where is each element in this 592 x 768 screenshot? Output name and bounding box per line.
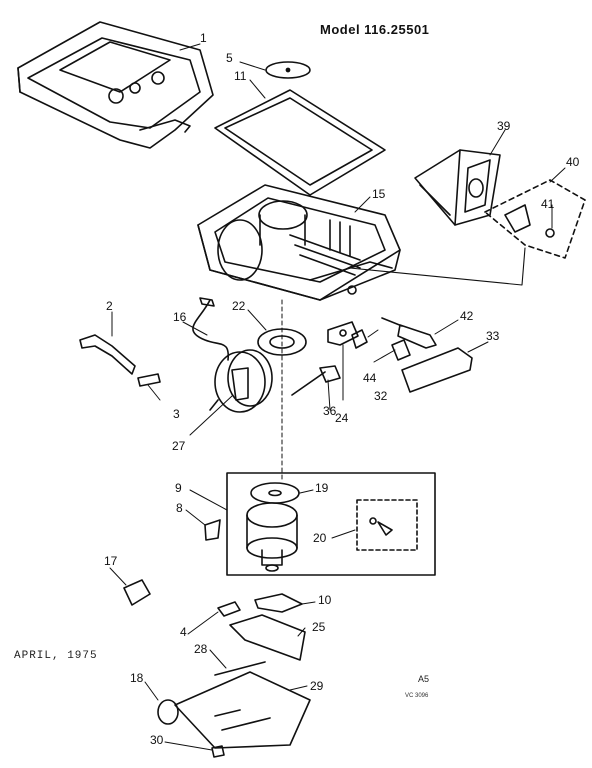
drawing-code: VC 3096 (405, 693, 429, 699)
callout-44: 44 (363, 371, 377, 385)
callout-15: 15 (372, 187, 386, 201)
bottom-plate-part (174, 671, 311, 749)
fan-body-part (246, 502, 298, 572)
roller-part (157, 699, 179, 725)
main-housing-part (197, 184, 401, 301)
callout-20: 20 (313, 531, 327, 545)
callout-16: 16 (173, 310, 187, 324)
clip-44-part (351, 329, 368, 349)
retainer-group-box (484, 179, 586, 259)
screw-part (211, 745, 225, 758)
callout-4: 4 (180, 625, 187, 639)
disc-part (265, 61, 311, 79)
plug-part (381, 317, 437, 349)
callout-22: 22 (232, 299, 246, 313)
shaft-part (291, 365, 341, 396)
callout-27: 27 (172, 439, 186, 453)
callout-30: 30 (150, 733, 164, 747)
callout-18: 18 (130, 671, 144, 685)
callout-29: 29 (310, 679, 324, 693)
callout-9: 9 (175, 481, 182, 495)
bracket-part (123, 579, 151, 606)
fan-disc-part (250, 482, 300, 504)
callout-19: 19 (315, 481, 329, 495)
hood-cover-part (17, 21, 214, 149)
callout-40: 40 (566, 155, 580, 169)
switch-part (327, 321, 359, 346)
leader-lines (109, 43, 566, 751)
callout-8: 8 (176, 501, 183, 515)
model-title: Model 116.25501 (320, 22, 430, 37)
callout-11: 11 (234, 69, 247, 83)
gasket-frame-part (214, 89, 386, 196)
callout-28: 28 (194, 642, 208, 656)
clip-32-part (391, 339, 411, 361)
small-plate-part (217, 601, 241, 617)
cord-part (192, 297, 230, 361)
callout-10: 10 (318, 593, 332, 607)
filter-bag-part (414, 149, 501, 226)
callout-36: 36 (323, 404, 337, 418)
retainer-part (504, 204, 531, 233)
sheet-id: A5 (418, 674, 430, 684)
callout-33: 33 (486, 329, 500, 343)
callout-24: 24 (335, 411, 349, 425)
rod-part (214, 661, 266, 676)
callout-41: 41 (541, 197, 555, 211)
hardware-box (356, 499, 418, 551)
base-plate-part (229, 614, 306, 661)
lever-part (79, 334, 136, 375)
callout-32: 32 (374, 389, 388, 403)
pad-part (137, 373, 161, 387)
spring-part (204, 519, 221, 541)
date-stamp: APRIL, 1975 (14, 650, 98, 662)
fan-assembly-box (226, 472, 436, 576)
bumper-part (401, 347, 473, 393)
callout-17: 17 (104, 554, 118, 568)
motor-part (209, 349, 273, 413)
callout-1: 1 (200, 31, 207, 45)
callout-42: 42 (460, 309, 474, 323)
blade-part (254, 593, 303, 613)
callout-2: 2 (106, 299, 113, 313)
callout-39: 39 (497, 119, 511, 133)
callout-5: 5 (226, 51, 233, 65)
callout-3: 3 (173, 407, 180, 421)
callout-25: 25 (312, 620, 326, 634)
